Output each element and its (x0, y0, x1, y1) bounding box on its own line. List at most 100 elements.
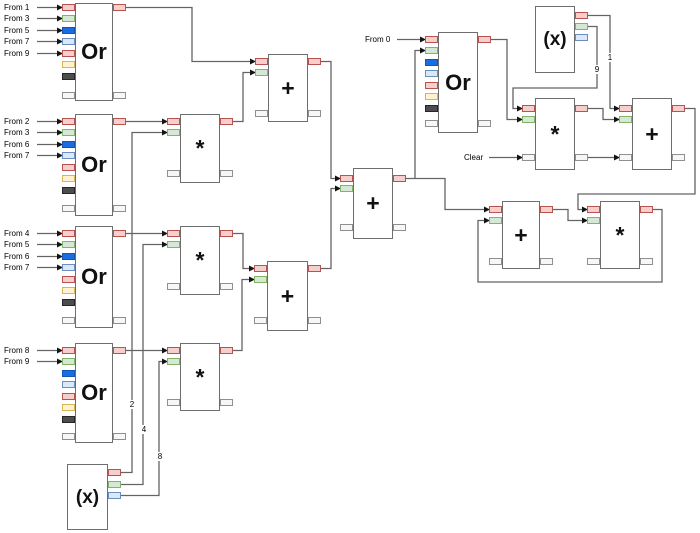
x-bottomleft-port-r1-red[interactable] (108, 469, 121, 476)
or-3-port-l4-lblue[interactable] (62, 264, 75, 271)
or-right-port-r10-gray[interactable] (478, 120, 491, 127)
or-1-port-l2-green[interactable] (62, 15, 75, 22)
or-2-port-l2-green[interactable] (62, 129, 75, 136)
add-topright-port-r5-gray[interactable] (672, 154, 685, 161)
mul3-to-addbottom[interactable] (233, 232, 255, 272)
add-bottomright-port-l2-green[interactable] (489, 217, 502, 224)
add-topright-port-l1-red[interactable] (619, 105, 632, 112)
or-1-port-l5-red[interactable] (62, 50, 75, 57)
mul-bottomright-port-l1-red[interactable] (587, 206, 600, 213)
mul-2-port-r5-gray[interactable] (220, 170, 233, 177)
x8-to-mul4[interactable] (121, 358, 168, 497)
or-2-block[interactable]: Or (75, 114, 113, 216)
add-1-port-l1-red[interactable] (255, 58, 268, 65)
or-2-port-l1-red[interactable] (62, 118, 75, 125)
or-2-port-l8-gray[interactable] (62, 205, 75, 212)
mul-4-port-l2-green[interactable] (167, 358, 180, 365)
add-topright-port-r4-red[interactable] (672, 105, 685, 112)
mulbottomright-to-addbottomright[interactable] (477, 208, 663, 283)
mul-2-port-l1-red[interactable] (167, 118, 180, 125)
add-center-port-l3-gray[interactable] (340, 224, 353, 231)
or-2-port-l3-blue[interactable] (62, 141, 75, 148)
mul-topright-port-r4-red[interactable] (575, 105, 588, 112)
or-3-port-l2-green[interactable] (62, 241, 75, 248)
add-bottom-port-l2-green[interactable] (254, 276, 267, 283)
add-1-block[interactable]: + (268, 54, 308, 122)
or-right-port-r9-red[interactable] (478, 36, 491, 43)
add-bottom-port-r5-gray[interactable] (308, 317, 321, 324)
or1-to-add1[interactable] (126, 6, 256, 65)
or-4-port-l5-red[interactable] (62, 393, 75, 400)
x2-to-mul2[interactable] (121, 129, 168, 474)
or-1-port-r9-red[interactable] (113, 4, 126, 11)
addbottom-to-addcenter[interactable] (321, 185, 341, 270)
add-1-port-l3-gray[interactable] (255, 110, 268, 117)
or-4-port-l6-yellow[interactable] (62, 404, 75, 411)
mul-2-port-l2-green[interactable] (167, 129, 180, 136)
or-4-port-l1-red[interactable] (62, 347, 75, 354)
add-bottom-port-l3-gray[interactable] (254, 317, 267, 324)
mul-3-port-r5-gray[interactable] (220, 283, 233, 290)
or-right-port-l2-green[interactable] (425, 47, 438, 54)
or-4-port-l8-gray[interactable] (62, 433, 75, 440)
x-topright-port-r2-green[interactable] (575, 23, 588, 30)
mul-topright-port-l1-red[interactable] (522, 105, 535, 112)
mul-2-block[interactable]: * (180, 114, 220, 183)
or-4-port-r10-gray[interactable] (113, 433, 126, 440)
mul-4-port-r5-gray[interactable] (220, 399, 233, 406)
or-right-port-l4-lblue[interactable] (425, 70, 438, 77)
x1-to-addtopright[interactable] (588, 14, 620, 112)
add-center-port-r4-red[interactable] (393, 175, 406, 182)
or-2-port-l5-red[interactable] (62, 164, 75, 171)
or-1-port-r10-gray[interactable] (113, 92, 126, 99)
mul-2-port-r4-red[interactable] (220, 118, 233, 125)
mul-topright-port-l2-green[interactable] (522, 116, 535, 123)
add-topright-block[interactable]: + (632, 98, 672, 170)
mul2-to-add1[interactable] (233, 69, 256, 123)
x-topright-port-r1-red[interactable] (575, 12, 588, 19)
or-4-port-l2-green[interactable] (62, 358, 75, 365)
or-3-port-r10-gray[interactable] (113, 317, 126, 324)
or-1-port-l6-yellow[interactable] (62, 61, 75, 68)
mul-3-port-l3-gray[interactable] (167, 283, 180, 290)
add-center-port-r5-gray[interactable] (393, 224, 406, 231)
x-topright-port-r3-lblue[interactable] (575, 34, 588, 41)
or-4-port-r9-red[interactable] (113, 347, 126, 354)
x4-to-mul3[interactable] (121, 241, 168, 486)
mul-2-port-l3-gray[interactable] (167, 170, 180, 177)
addtopright-to-mulbottomright[interactable] (577, 107, 696, 213)
or-3-port-l3-blue[interactable] (62, 253, 75, 260)
add-bottomright-port-r4-red[interactable] (540, 206, 553, 213)
or-right-port-l3-blue[interactable] (425, 59, 438, 66)
mul4-to-addbottom[interactable] (233, 276, 255, 352)
addcenter-to-addbottomright[interactable] (406, 177, 490, 213)
add-center-port-l1-red[interactable] (340, 175, 353, 182)
mul-4-port-l1-red[interactable] (167, 347, 180, 354)
or-3-port-l1-red[interactable] (62, 230, 75, 237)
x-bottomleft-port-r3-lblue[interactable] (108, 492, 121, 499)
add-bottomright-block[interactable]: + (502, 201, 540, 269)
add-bottomright-port-l3-gray[interactable] (489, 258, 502, 265)
or-4-port-l3-blue[interactable] (62, 370, 75, 377)
multopright-to-addtopright[interactable] (588, 107, 620, 123)
mul-4-block[interactable]: * (180, 343, 220, 411)
add1-to-addcenter[interactable] (321, 60, 341, 182)
add-bottom-port-r4-red[interactable] (308, 265, 321, 272)
add-center-block[interactable]: + (353, 168, 393, 239)
or-2-port-r9-red[interactable] (113, 118, 126, 125)
mul-topright-port-l3-gray[interactable] (522, 154, 535, 161)
x-bottomleft-port-r2-green[interactable] (108, 481, 121, 488)
or-1-port-l4-lblue[interactable] (62, 38, 75, 45)
mul-3-port-l2-green[interactable] (167, 241, 180, 248)
or-3-port-l7-dark[interactable] (62, 299, 75, 306)
or-3-port-l6-yellow[interactable] (62, 287, 75, 294)
mul-bottomright-port-r4-red[interactable] (640, 206, 653, 213)
mul-topright-port-r5-gray[interactable] (575, 154, 588, 161)
or-right-port-l7-dark[interactable] (425, 105, 438, 112)
add-1-port-r5-gray[interactable] (308, 110, 321, 117)
add-bottom-port-l1-red[interactable] (254, 265, 267, 272)
add-bottomright-port-l1-red[interactable] (489, 206, 502, 213)
mul-3-port-r4-red[interactable] (220, 230, 233, 237)
or-3-port-l8-gray[interactable] (62, 317, 75, 324)
or-2-port-l6-yellow[interactable] (62, 175, 75, 182)
